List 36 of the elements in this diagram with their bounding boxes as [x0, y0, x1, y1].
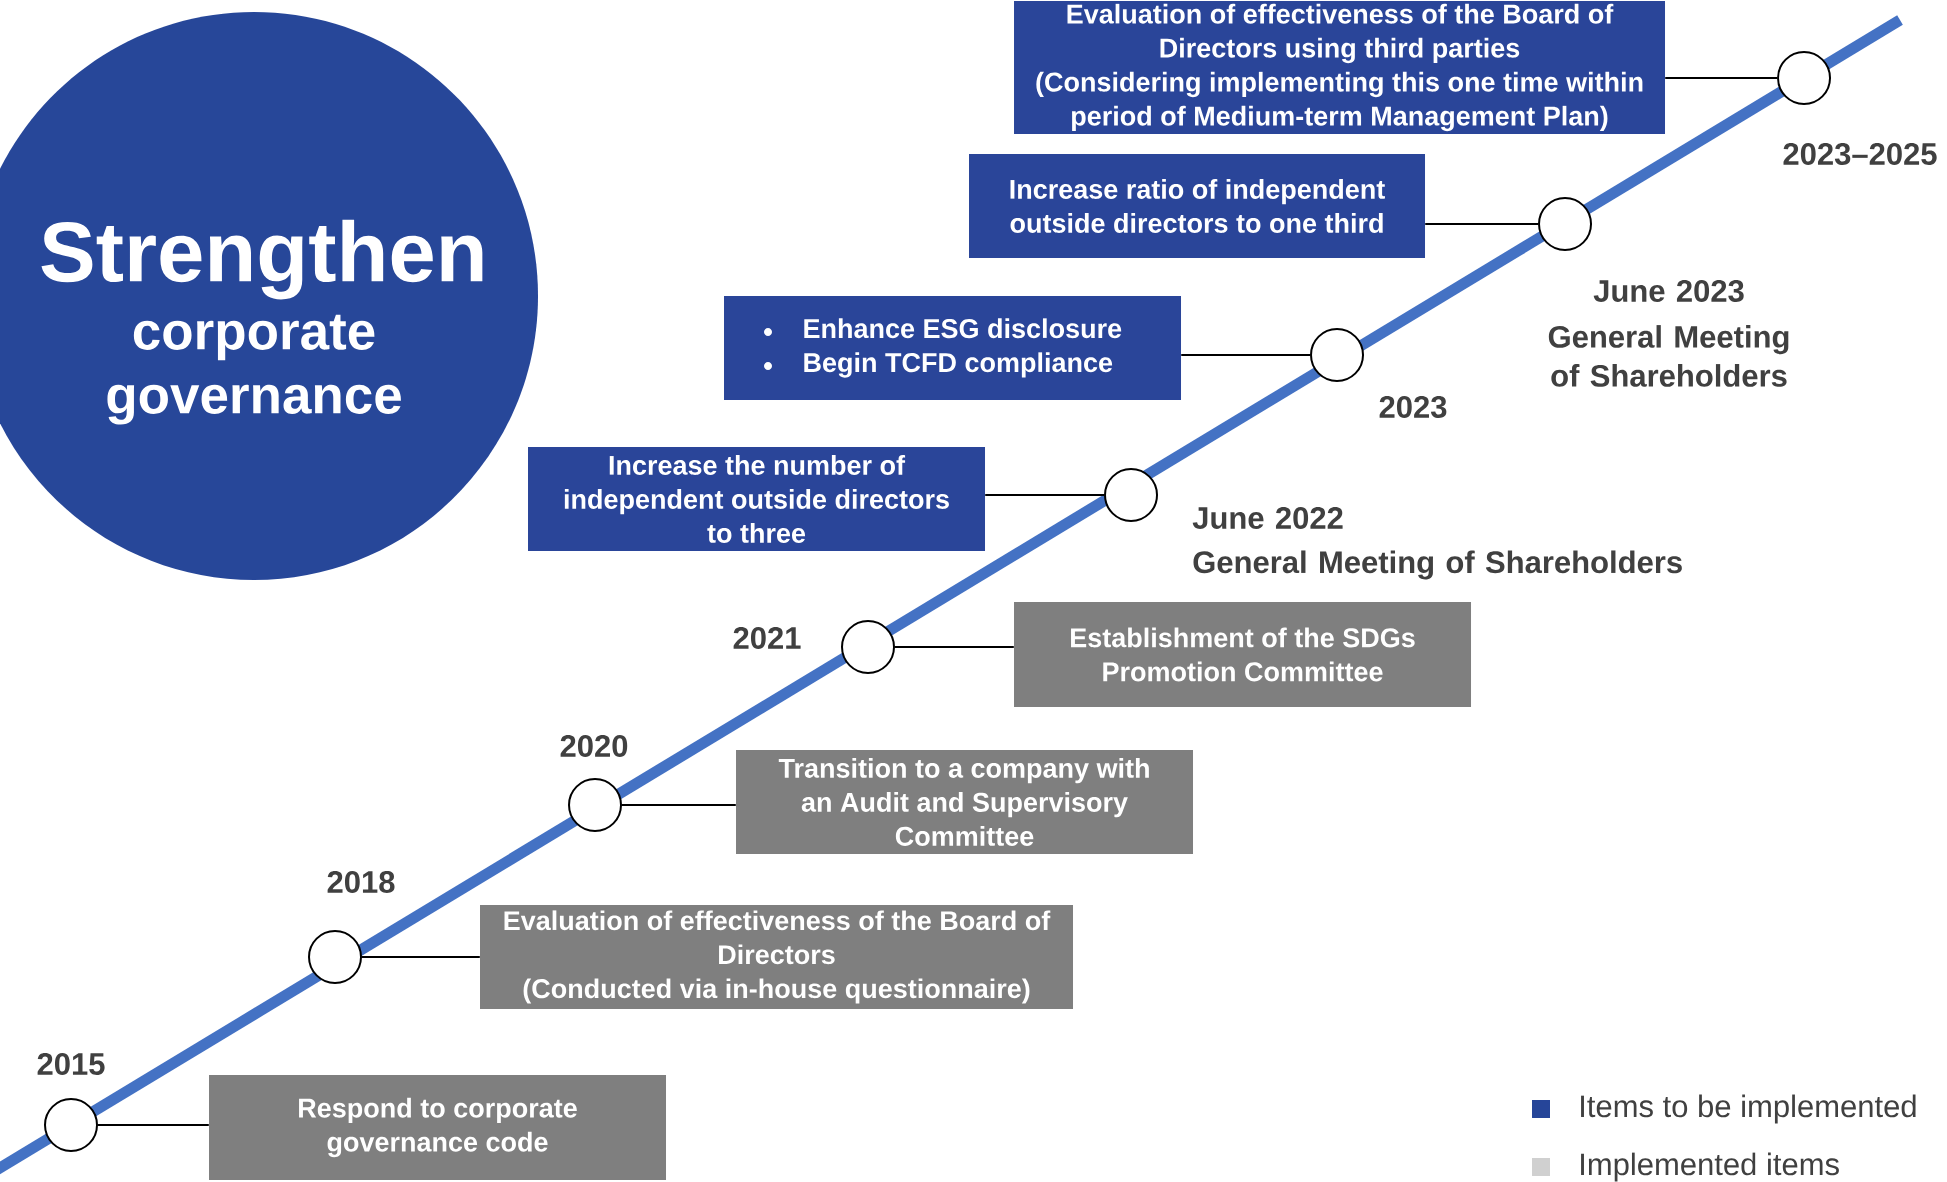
legend-label: Implemented items — [1581, 1152, 1839, 1182]
date-label: 2023–2025 — [1783, 143, 1937, 165]
connector-line — [1664, 77, 1778, 79]
milestone-box: Transition to a company with an Audit and Supervisory Committee — [736, 750, 1193, 854]
milestone-circle — [1777, 51, 1831, 105]
milestone-box: Evaluation of effectiveness of the Board of Directors (Conducted via in-house questionnaire) — [480, 905, 1073, 1009]
date-label: General Meeting of Shareholders — [1548, 325, 1789, 387]
milestone-circle — [1104, 468, 1158, 522]
date-label: 2023 — [1379, 396, 1447, 418]
date-label: June 2022 — [1192, 507, 1343, 529]
date-label: 2015 — [37, 1053, 105, 1075]
milestone-circle — [841, 620, 895, 674]
milestone-box: Enhance ESG disclosure Begin TCFD compliance — [724, 296, 1181, 400]
milestone-box: Respond to corporate governance code — [209, 1075, 666, 1180]
date-label: 2020 — [560, 735, 628, 757]
connector-line — [1180, 354, 1311, 356]
connector-line — [361, 956, 481, 958]
connector-line — [894, 646, 1015, 648]
date-label: 2021 — [733, 627, 801, 649]
legend-label: Items to be implemented — [1581, 1094, 1916, 1124]
milestone-box: Increase ratio of independent outside directors to one third — [969, 154, 1425, 258]
milestone-circle — [44, 1098, 98, 1152]
connector-line — [621, 804, 737, 806]
milestone-box: Increase the number of independent outside directors to three — [528, 447, 985, 551]
milestone-circle — [308, 930, 362, 984]
milestone-box: Establishment of the SDGs Promotion Committee — [1014, 602, 1471, 707]
milestone-circle — [568, 778, 622, 832]
date-label: 2018 — [327, 871, 395, 893]
connector-line — [984, 494, 1105, 496]
date-label: June 2023 — [1593, 280, 1744, 302]
date-label: General Meeting of Shareholders — [1193, 550, 1682, 580]
milestone-circle — [1310, 328, 1364, 382]
connector-line — [97, 1124, 210, 1126]
milestone-box: Evaluation of effectiveness of the Board of Directors using third parties (Considering implementing this one time within period of Medium-term Management Plan) — [1014, 1, 1665, 134]
connector-line — [1424, 223, 1539, 225]
milestone-circle — [1538, 197, 1592, 251]
